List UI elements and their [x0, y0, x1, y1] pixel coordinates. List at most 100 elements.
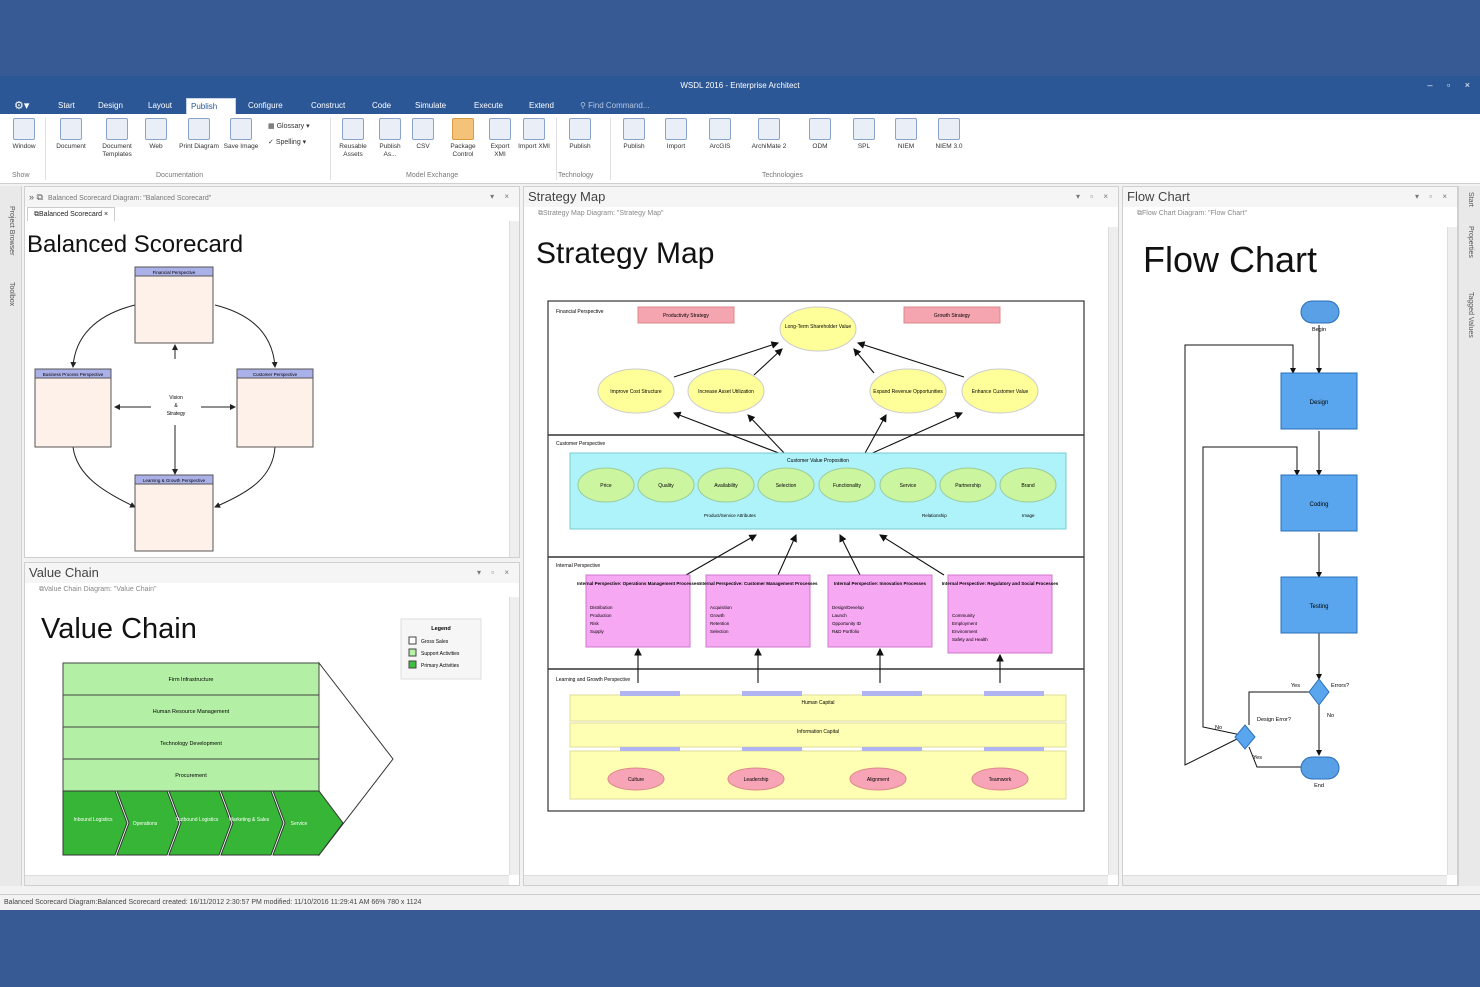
odm-button[interactable]: ODM	[802, 118, 838, 151]
vertical-scrollbar[interactable]	[1108, 227, 1118, 875]
strategy-map-diagram: Financial Perspective Customer Perspecti…	[547, 300, 1085, 812]
vertical-scrollbar[interactable]	[509, 597, 519, 875]
bs-box-financial[interactable]: Financial Perspective	[134, 266, 214, 344]
web-button[interactable]: Web	[142, 118, 170, 151]
start-tab[interactable]: Start	[1467, 192, 1474, 207]
glossary-button[interactable]: ▦ Glossary ▾	[268, 123, 310, 130]
support-activity: Firm Infrastructure	[169, 677, 214, 683]
publish-as-button[interactable]: Publish As...	[374, 118, 406, 159]
strategy-oval-label: Improve Cost Structure	[610, 389, 662, 395]
save-image-icon	[230, 118, 252, 140]
menu-code[interactable]: Code	[372, 101, 392, 110]
save-image-button[interactable]: Save Image	[222, 118, 260, 151]
group-show-label: Show	[12, 172, 30, 179]
flow-begin-node[interactable]	[1300, 300, 1340, 324]
niem-label: NIEM	[897, 143, 915, 150]
horizontal-scrollbar[interactable]	[25, 875, 509, 885]
niem-button[interactable]: NIEM	[888, 118, 924, 151]
flow-step-design[interactable]	[1280, 372, 1358, 430]
horizontal-scrollbar[interactable]	[1123, 875, 1447, 885]
menu-construct[interactable]: Construct	[311, 101, 346, 110]
archimate-button[interactable]: ArchiMate 2	[746, 118, 792, 151]
vertical-scrollbar[interactable]	[509, 221, 519, 557]
panel-controls[interactable]: ▾ ▫ ×	[1415, 192, 1451, 201]
document-button[interactable]: Document	[50, 118, 92, 151]
publish-button[interactable]: Publish	[616, 118, 652, 151]
balanced-scorecard-tab[interactable]: ⧉Balanced Scorecard ×	[27, 207, 116, 221]
ribbon-separator	[610, 118, 611, 180]
capital-label: Human Capital	[801, 700, 834, 706]
flow-end-node[interactable]	[1300, 756, 1340, 780]
customer-oval-label: Quality	[658, 483, 674, 489]
panel-controls[interactable]: ▾ ▫ ×	[1076, 192, 1112, 201]
panel-controls[interactable]: ▾ ▫ ×	[477, 568, 513, 577]
toolbox-tab[interactable]: Toolbox	[8, 282, 15, 307]
app-menu-icon[interactable]: ⚙▾	[14, 100, 30, 112]
window-button[interactable]: Window	[6, 118, 42, 151]
niem-3-button[interactable]: NIEM 3.0	[930, 118, 968, 151]
publish-technology-button[interactable]: Publish	[562, 118, 598, 151]
strategy-oval-label: Enhance Customer Value	[972, 389, 1029, 395]
reusable-assets-button[interactable]: Reusable Assets	[333, 118, 373, 159]
document-templates-label: Document Templates	[102, 143, 132, 158]
print-diagram-button[interactable]: Print Diagram	[178, 118, 220, 151]
panel-controls[interactable]: ▾ ×	[490, 192, 513, 201]
bs-box-label: Customer Perspective	[253, 372, 298, 377]
internal-box-title: Internal Perspective: Regulatory and Soc…	[942, 581, 1059, 586]
legend-item: Support Activities	[421, 651, 460, 657]
tagged-values-tab[interactable]: Tagged Values	[1467, 292, 1474, 338]
menu-publish[interactable]: Publish	[186, 98, 236, 114]
publish-technology-label: Publish	[569, 143, 591, 150]
properties-tab[interactable]: Properties	[1467, 226, 1474, 258]
strategy-map-header: ⧉Strategy Map Diagram: "Strategy Map"	[538, 210, 664, 217]
menu-extend[interactable]: Extend	[529, 101, 554, 110]
spelling-button[interactable]: ✓ Spelling ▾	[268, 139, 307, 146]
menu-execute[interactable]: Execute	[474, 101, 503, 110]
publish-icon	[623, 118, 645, 140]
arcgis-button[interactable]: ArcGIS	[702, 118, 738, 151]
vertical-scrollbar[interactable]	[1447, 227, 1457, 875]
internal-item: Risk	[590, 621, 599, 626]
import-button[interactable]: Import	[658, 118, 694, 151]
flow-decision-design-error[interactable]	[1234, 724, 1256, 750]
flow-chart-diagram: Begin Design Coding Testing Errors? Yes …	[1184, 300, 1358, 789]
left-dock-strip: Project Browser Toolbox	[0, 186, 22, 886]
flow-step-testing[interactable]	[1280, 576, 1358, 634]
import-xmi-label: Import XMI	[518, 143, 550, 150]
find-command-input[interactable]: ⚲ Find Command...	[580, 101, 650, 110]
bs-box-business-process[interactable]: Business Process Perspective	[34, 368, 112, 448]
web-label: Web	[149, 143, 163, 150]
flow-no-label: No	[1215, 725, 1222, 731]
project-browser-tab[interactable]: Project Browser	[8, 206, 15, 256]
spelling-label: Spelling	[275, 139, 301, 146]
menu-layout[interactable]: Layout	[148, 101, 173, 110]
menu-start[interactable]: Start	[58, 101, 75, 110]
support-activity: Human Resource Management	[153, 709, 230, 715]
package-control-button[interactable]: Package Control	[444, 118, 482, 159]
title-bar: WSDL 2016 - Enterprise Architect – ▫ ×	[0, 76, 1480, 95]
export-xmi-button[interactable]: Export XMI	[484, 118, 516, 159]
bs-box-customer[interactable]: Customer Perspective	[236, 368, 314, 448]
internal-item: Opportunity ID	[832, 621, 862, 626]
balanced-scorecard-header-text: Balanced Scorecard Diagram: "Balanced Sc…	[47, 195, 212, 202]
arcgis-label: ArcGIS	[709, 143, 731, 150]
printer-icon	[188, 118, 210, 140]
flow-decision-errors[interactable]	[1308, 678, 1330, 706]
menu-design[interactable]: Design	[98, 101, 123, 110]
balanced-scorecard-header: » ⧉ Balanced Scorecard Diagram: "Balance…	[25, 187, 519, 207]
primary-activity: Service	[291, 821, 308, 827]
spl-button[interactable]: SPL	[846, 118, 882, 151]
menu-simulate[interactable]: Simulate	[415, 101, 447, 110]
csv-button[interactable]: CSV	[409, 118, 437, 151]
learning-growth-lane: Human Capital Information Capital Cultur…	[569, 691, 1067, 800]
flow-step-coding[interactable]	[1280, 474, 1358, 532]
ribbon: Window Show Document Document Templates …	[0, 114, 1480, 184]
primary-activity: Outbound Logistics	[176, 817, 219, 823]
window-controls[interactable]: – ▫ ×	[1427, 80, 1476, 90]
document-templates-button[interactable]: Document Templates	[93, 118, 141, 159]
menu-configure[interactable]: Configure	[248, 101, 283, 110]
bs-box-learning-growth[interactable]: Learning & Growth Perspective	[134, 474, 214, 552]
internal-item: Growth	[710, 613, 725, 618]
horizontal-scrollbar[interactable]	[524, 875, 1108, 885]
import-xmi-button[interactable]: Import XMI	[518, 118, 550, 151]
